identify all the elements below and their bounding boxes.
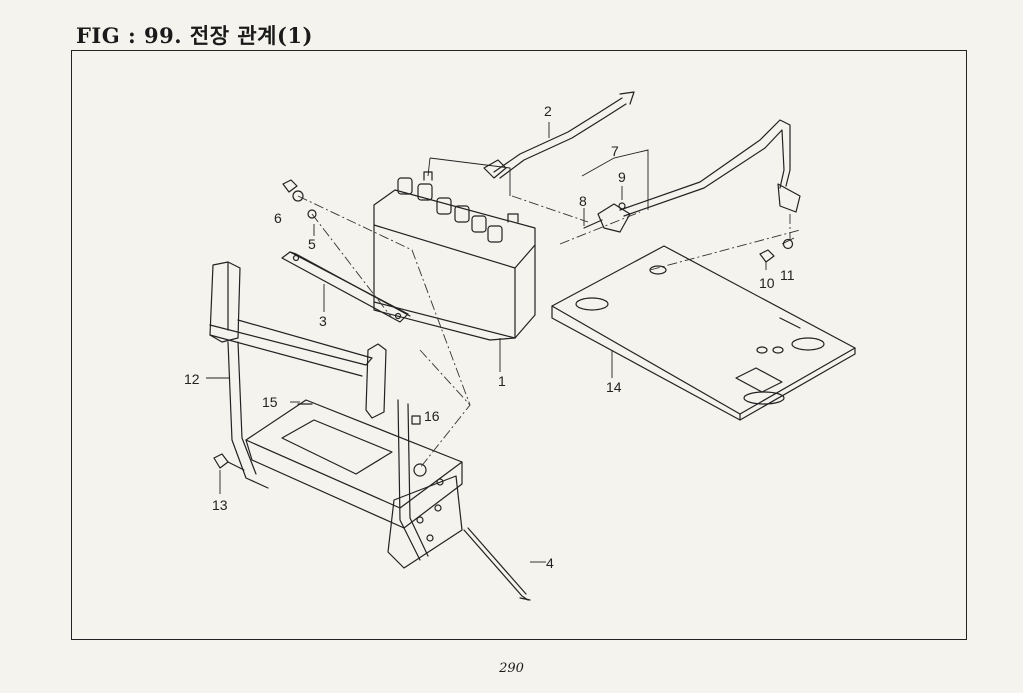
battery-drawing xyxy=(373,171,536,341)
callout-6: 6 xyxy=(274,210,282,226)
callout-9: 9 xyxy=(618,169,626,185)
callout-1: 1 xyxy=(498,373,506,389)
assembly-lines xyxy=(297,195,801,469)
fasteners-10-11-drawing xyxy=(759,238,794,263)
callout-12: 12 xyxy=(184,371,200,387)
callout-3: 3 xyxy=(319,313,327,329)
bracket-frame-drawing xyxy=(209,261,463,569)
cable-2-drawing xyxy=(483,91,635,179)
callout-8: 8 xyxy=(579,193,587,209)
callout-14: 14 xyxy=(606,379,622,395)
leader-lines xyxy=(206,122,795,563)
fasteners-5-6-drawing xyxy=(282,179,317,219)
callout-16: 16 xyxy=(424,408,440,424)
callout-4: 4 xyxy=(546,555,554,571)
page-number: 290 xyxy=(499,661,524,676)
cover-plate-drawing xyxy=(551,245,856,421)
callout-10: 10 xyxy=(759,275,775,291)
figure-title: FIG : 99. 전장 관계(1) xyxy=(76,23,313,48)
callout-2: 2 xyxy=(544,103,552,119)
callout-7: 7 xyxy=(611,143,619,159)
callout-13: 13 xyxy=(212,497,228,513)
hold-down-bar-drawing xyxy=(281,251,411,323)
callout-5: 5 xyxy=(308,236,316,252)
callout-11: 11 xyxy=(780,267,795,283)
hold-down-rod-drawing xyxy=(463,527,531,601)
callout-15: 15 xyxy=(262,394,278,410)
cable-7-drawing xyxy=(583,119,801,233)
callout-labels: 1 2 3 4 5 6 7 8 9 10 11 12 13 14 15 16 xyxy=(184,103,795,571)
diagram-frame xyxy=(71,50,967,640)
